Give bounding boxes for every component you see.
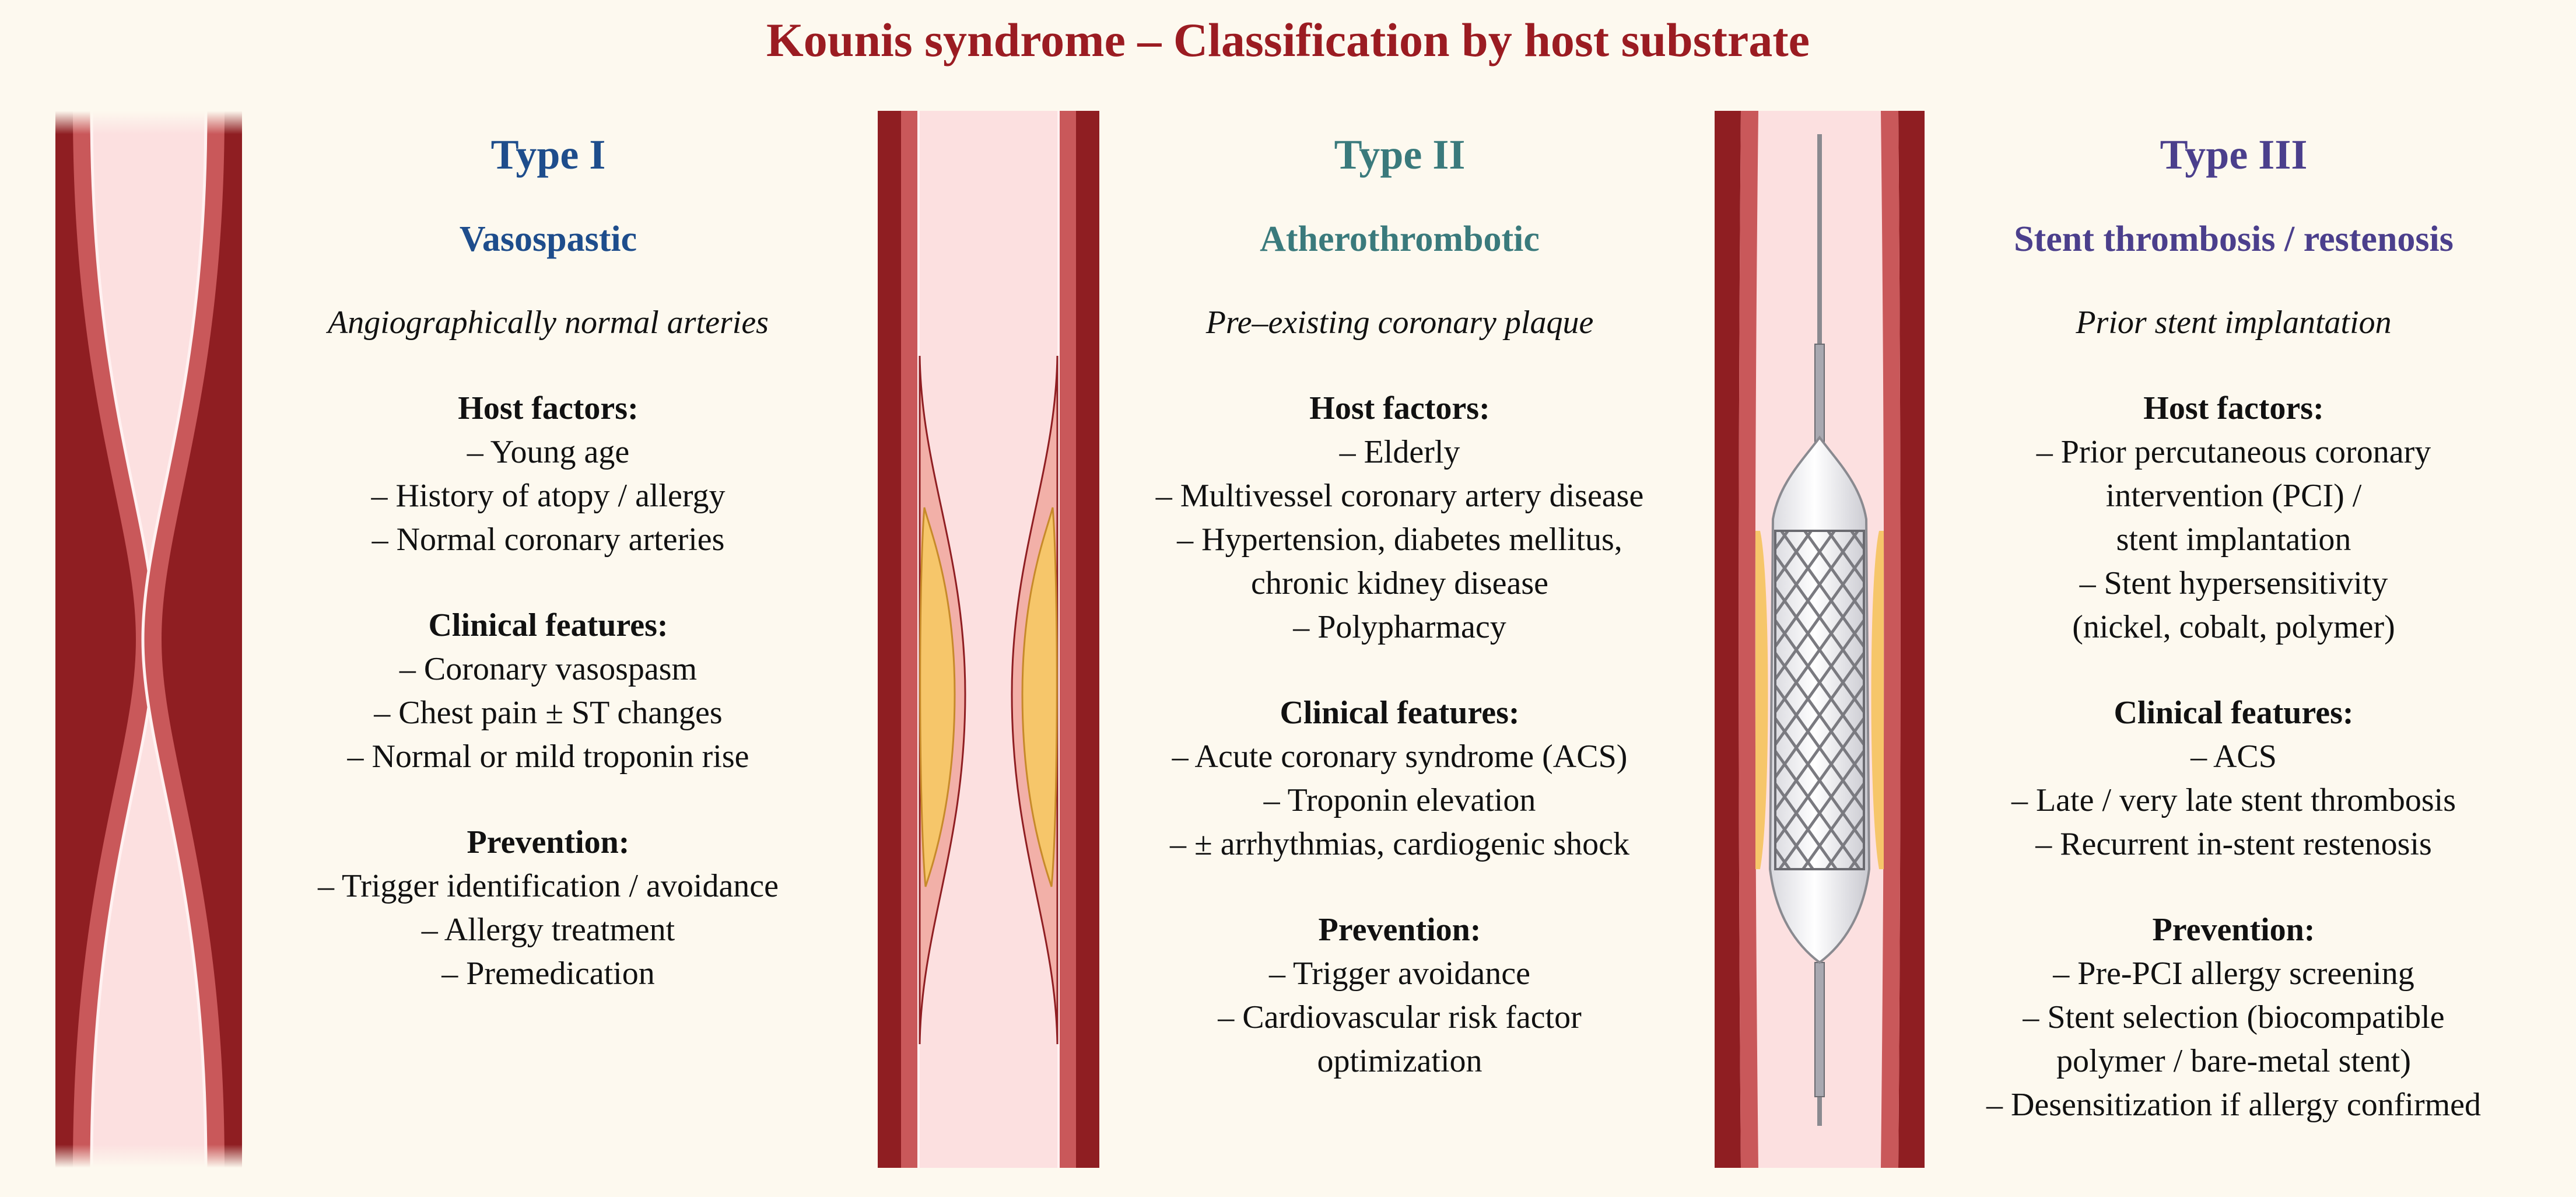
list-item: – Cardiovascular risk factor [1218, 999, 1582, 1035]
list-item: – Chest pain ± ST changes [374, 695, 723, 731]
type-title: Type II [1334, 131, 1466, 178]
list-item: – Multivessel coronary artery disease [1155, 478, 1644, 514]
list-item: – Trigger avoidance [1269, 956, 1530, 992]
section-host-factors: Host factors: – Prior percutaneous coron… [1925, 387, 2543, 649]
list-item: – Normal or mild troponin rise [347, 738, 749, 775]
vessel-illustration-type-2 [878, 111, 1099, 1168]
list-item: – Stent selection (biocompatible [2023, 999, 2445, 1035]
list-item: – Stent hypersensitivity [2079, 565, 2388, 601]
list-item: – Recurrent in-stent restenosis [2035, 826, 2432, 862]
list-item: – Polypharmacy [1293, 609, 1506, 645]
type-description: Pre–existing coronary plaque [1205, 304, 1594, 341]
section-clinical-features: Clinical features: – Acute coronary synd… [1099, 691, 1700, 866]
section-clinical-features: Clinical features: – Coronary vasospasm … [257, 604, 840, 779]
vessel-wall-right [1898, 111, 1925, 1168]
type-description: Angiographically normal arteries [328, 304, 769, 341]
panel-type-2: Type II Atherothrombotic Pre–existing co… [1099, 125, 1700, 1083]
list-item: polymer / bare-metal stent) [2056, 1043, 2411, 1079]
type-subtitle: Stent thrombosis / restenosis [2014, 219, 2454, 259]
type-title: Type III [2160, 131, 2308, 178]
section-prevention: Prevention: – Trigger avoidance – Cardio… [1099, 908, 1700, 1083]
list-item: stent implantation [2116, 522, 2351, 558]
vessel-wall-left [55, 111, 155, 1168]
list-item: – ACS [2191, 738, 2277, 775]
list-item: – Normal coronary arteries [371, 522, 725, 558]
section-clinical-features: Clinical features: – ACS – Late / very l… [1925, 691, 2543, 866]
plaque-left [1755, 531, 1768, 869]
list-item: – Allergy treatment [421, 912, 675, 948]
vessel-wall-right [143, 111, 242, 1168]
type-subtitle: Atherothrombotic [1260, 219, 1540, 259]
vessel-wall-left [878, 111, 901, 1168]
type-subtitle: Vasospastic [459, 219, 637, 259]
list-item: – ± arrhythmias, cardiogenic shock [1169, 826, 1630, 862]
list-item: – Elderly [1339, 434, 1460, 470]
lipid-core-left [919, 507, 956, 887]
lipid-core-right [1021, 507, 1058, 887]
plaque-right [1871, 531, 1884, 869]
list-item: chronic kidney disease [1250, 565, 1549, 601]
vessel-wall-right [1076, 111, 1099, 1168]
panel-type-3: Type III Stent thrombosis / restenosis P… [1925, 125, 2543, 1127]
stent-mesh [1774, 530, 1865, 870]
panel-type-1: Type I Vasospastic Angiographically norm… [257, 125, 840, 996]
list-item: optimization [1317, 1043, 1482, 1079]
list-item: – History of atopy / allergy [371, 478, 726, 514]
type-description: Prior stent implantation [2076, 304, 2392, 341]
section-host-factors: Host factors: – Elderly – Multivessel co… [1099, 387, 1700, 649]
list-item: – Trigger identification / avoidance [317, 868, 779, 904]
list-item: – Acute coronary syndrome (ACS) [1172, 738, 1628, 775]
type-title: Type I [490, 131, 606, 178]
list-item: – Prior percutaneous coronary [2036, 434, 2431, 470]
main-title: Kounis syndrome – Classification by host… [766, 13, 1810, 66]
list-item: – Premedication [441, 956, 655, 992]
list-item: – Troponin elevation [1263, 782, 1536, 818]
section-host-factors: Host factors: – Young age – History of a… [257, 387, 840, 562]
section-prevention: Prevention: – Pre-PCI allergy screening … [1925, 908, 2543, 1127]
section-prevention: Prevention: – Trigger identification / a… [257, 821, 840, 996]
list-item: – Late / very late stent thrombosis [2011, 782, 2456, 818]
list-item: – Desensitization if allergy confirmed [1986, 1087, 2482, 1123]
list-item: – Coronary vasospasm [399, 651, 698, 687]
vessel-illustration-type-3 [1715, 111, 1925, 1168]
list-item: (nickel, cobalt, polymer) [2072, 609, 2395, 645]
list-item: – Young age [467, 434, 630, 470]
list-item: – Pre-PCI allergy screening [2053, 956, 2414, 992]
vessel-illustration-type-1 [55, 111, 242, 1168]
list-item: intervention (PCI) / [2105, 478, 2362, 514]
catheter-shaft-bottom [1814, 962, 1825, 1097]
vessel-wall-left [1715, 111, 1741, 1168]
list-item: – Hypertension, diabetes mellitus, [1177, 522, 1622, 558]
